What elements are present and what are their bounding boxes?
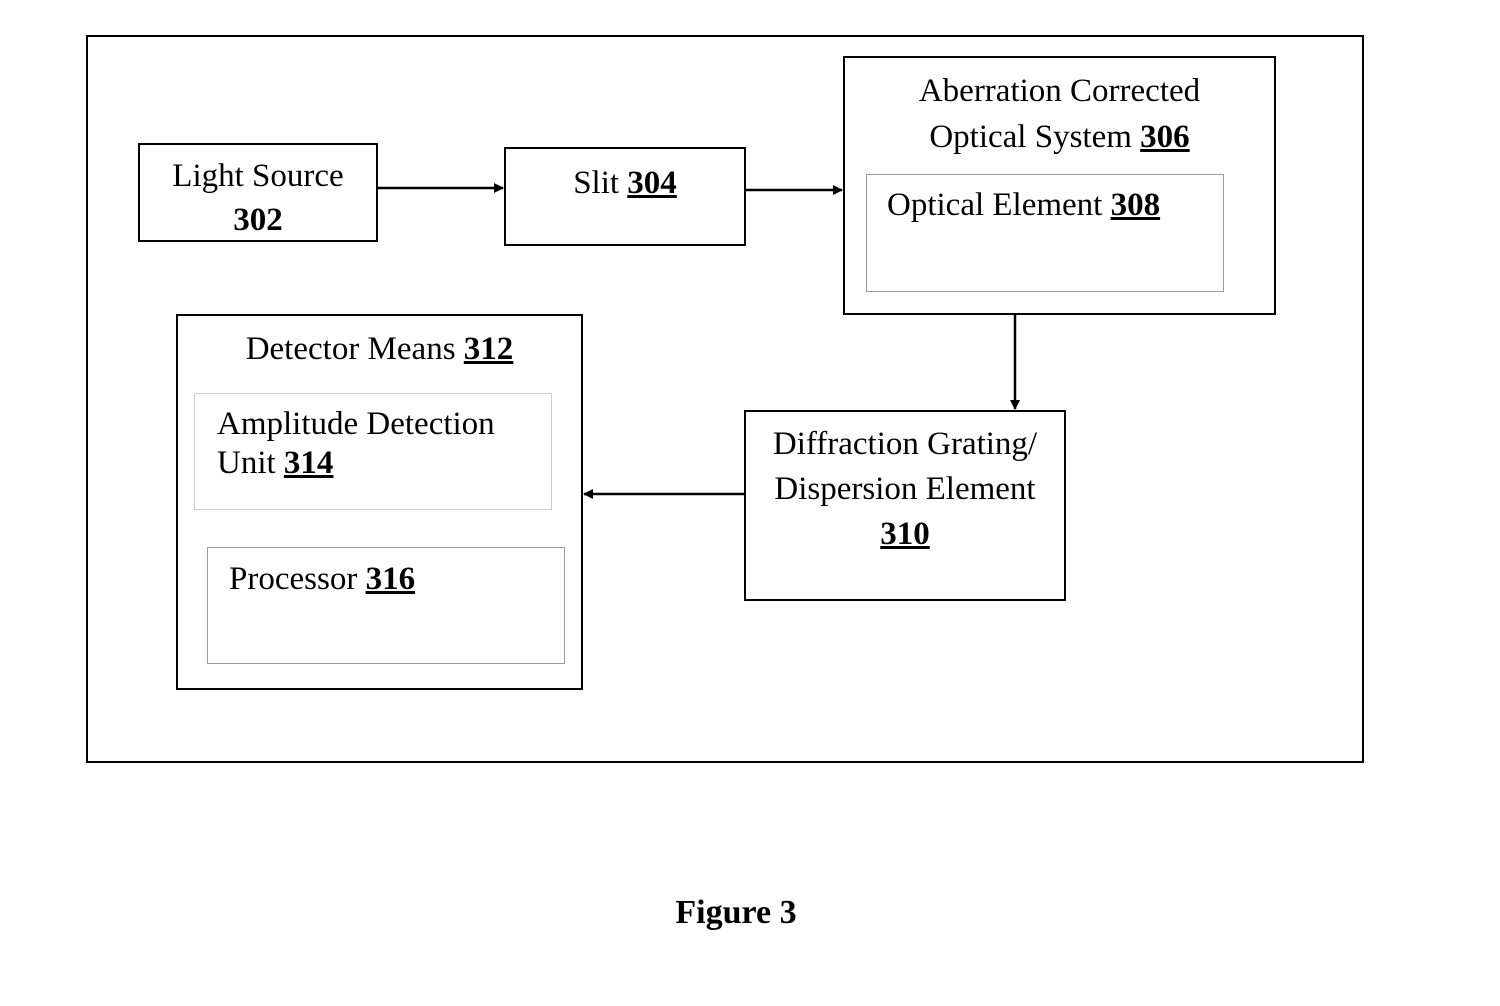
slit-ref: 304 — [627, 165, 677, 201]
diffraction-grating-block: Diffraction Grating/ Dispersion Element … — [744, 410, 1066, 601]
system-boundary-frame — [86, 35, 1364, 763]
processor-ref: 316 — [365, 561, 416, 597]
light-source-ref: 302 — [233, 202, 283, 238]
detector-means-title: Detector Means 312 — [178, 316, 581, 372]
amplitude-detection-label-line2: Unit — [217, 445, 276, 481]
diffraction-grating-ref: 310 — [880, 516, 930, 552]
optical-system-ref: 306 — [1140, 119, 1190, 155]
detector-means-ref: 312 — [463, 331, 514, 367]
detector-means-block: Detector Means 312 Amplitude Detection U… — [176, 314, 583, 690]
optical-system-block: Aberration Corrected Optical System 306 … — [843, 56, 1276, 315]
light-source-block: Light Source 302 — [138, 143, 378, 242]
amplitude-detection-label-line2-row: Unit 314 — [217, 444, 551, 483]
processor-block: Processor 316 — [207, 547, 565, 664]
optical-system-label-line2: Optical System — [929, 119, 1132, 155]
light-source-label: Light Source — [172, 158, 344, 194]
amplitude-detection-ref: 314 — [283, 445, 334, 481]
diffraction-grating-label-line2: Dispersion Element — [774, 471, 1036, 507]
optical-element-block: Optical Element 308 — [866, 174, 1224, 292]
slit-block: Slit 304 — [504, 147, 746, 246]
optical-system-title: Aberration Corrected Optical System 306 — [845, 58, 1274, 160]
amplitude-detection-label-line1: Amplitude Detection — [217, 406, 495, 442]
diffraction-grating-label-line1: Diffraction Grating/ — [772, 426, 1038, 462]
slit-label: Slit — [573, 165, 620, 201]
optical-element-ref: 308 — [1110, 187, 1161, 223]
optical-element-label: Optical Element — [887, 187, 1103, 223]
optical-system-label-line2-row: Optical System 306 — [845, 114, 1274, 160]
processor-label: Processor — [229, 561, 358, 597]
amplitude-detection-block: Amplitude Detection Unit 314 — [194, 393, 552, 510]
detector-means-label: Detector Means — [245, 331, 456, 367]
figure-caption: Figure 3 — [675, 894, 797, 931]
optical-system-label-line1: Aberration Corrected — [918, 73, 1201, 109]
